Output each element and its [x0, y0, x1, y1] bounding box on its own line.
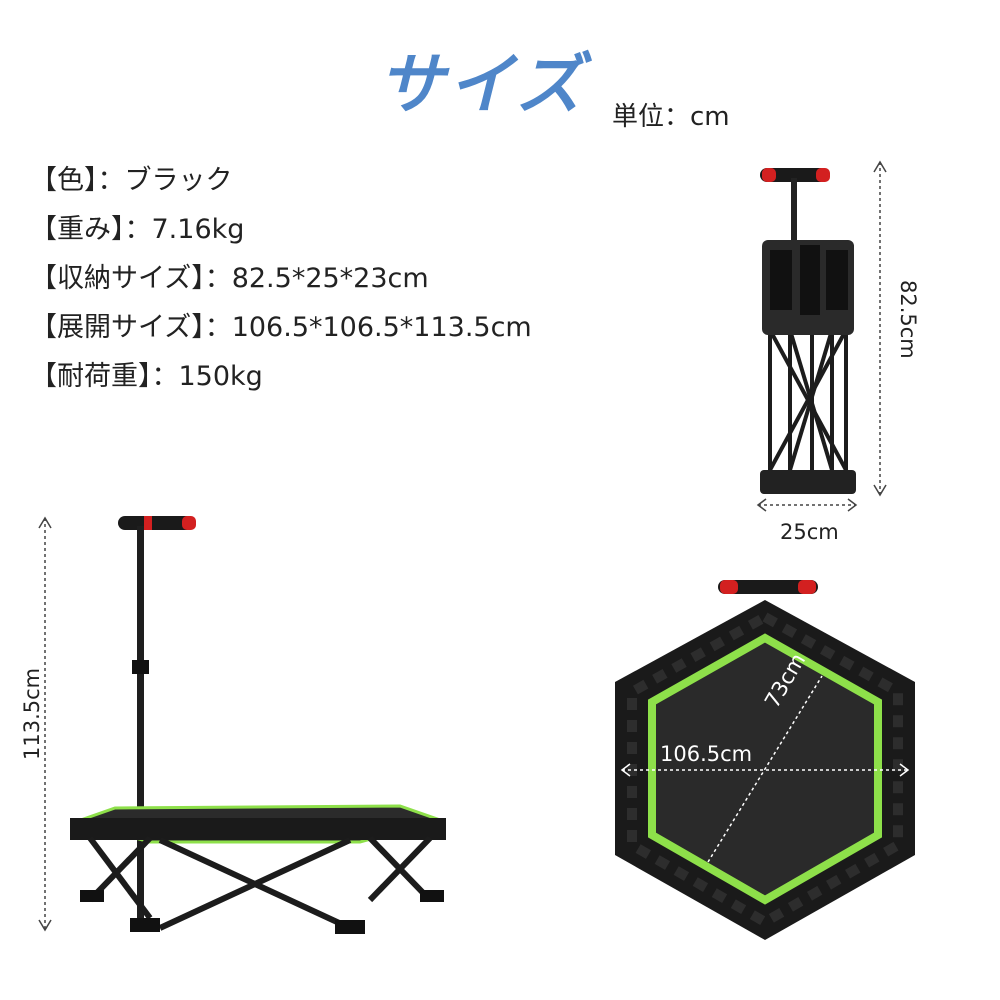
folded-height-label: 82.5cm — [896, 280, 920, 359]
spec-color: 【色】：ブラック — [30, 165, 233, 196]
mat-size-label: 73cm — [760, 649, 811, 712]
spec-folded-size: 【収納サイズ】：82.5*25*23cm — [30, 263, 429, 294]
spec-max-load: 【耐荷重】：150kg — [30, 361, 263, 392]
unit-label: 単位：cm — [612, 102, 730, 132]
spec-weight: 【重み】：7.16kg — [30, 214, 245, 245]
diameter-label: 106.5cm — [660, 742, 753, 766]
total-height-label: 113.5cm — [20, 667, 44, 760]
spec-unfolded-size: 【展開サイズ】：106.5*106.5*113.5cm — [30, 312, 532, 343]
folded-width-label: 25cm — [780, 520, 839, 544]
page-title: サイズ — [378, 46, 587, 123]
